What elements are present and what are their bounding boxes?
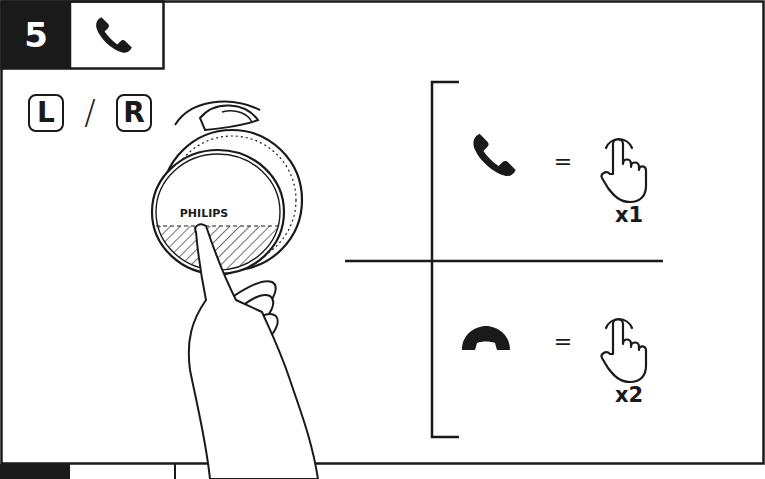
key-label: L <box>37 99 55 127</box>
tap-icon <box>602 319 646 382</box>
bracket <box>432 82 459 437</box>
step-number: 5 <box>2 2 71 69</box>
equals-sign: = <box>554 331 572 353</box>
separator-slash: / <box>84 95 95 129</box>
tap-count: x1 <box>615 205 643 226</box>
divider <box>345 260 663 263</box>
tap-icon <box>602 139 646 202</box>
header-cell <box>2 2 164 69</box>
answer-call-icon <box>473 134 515 176</box>
equals-sign: = <box>554 151 572 173</box>
key-label: R <box>123 99 145 127</box>
phone-icon <box>96 17 132 53</box>
end-call-icon <box>462 326 510 350</box>
tap-count: x2 <box>615 385 643 406</box>
hand <box>189 224 318 479</box>
next-step-box <box>0 464 70 479</box>
frame <box>2 2 764 464</box>
right-earbud-key: R <box>116 94 152 132</box>
left-earbud-key: L <box>28 94 64 132</box>
earbud <box>150 102 302 276</box>
key-label: 5 <box>24 18 48 52</box>
brand-name: PHILIPS <box>180 208 228 219</box>
